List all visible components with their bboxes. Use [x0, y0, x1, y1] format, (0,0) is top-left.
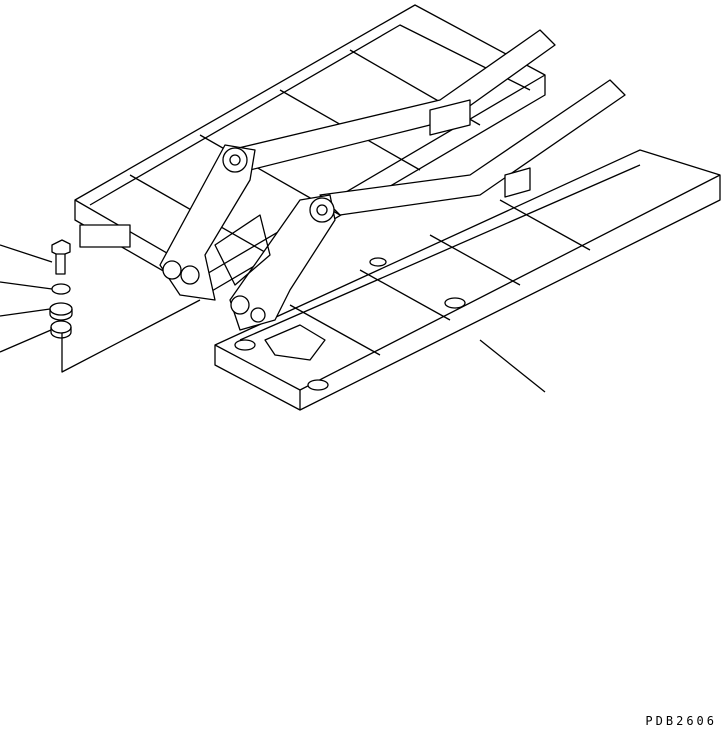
frame-beams [229, 29, 626, 216]
revolving-frame [74, 4, 721, 411]
washer-icon [51, 283, 71, 295]
leader-lines [0, 244, 546, 393]
boom-bracket [159, 144, 336, 331]
cap-icon [50, 320, 72, 339]
bolt-icon [51, 239, 71, 275]
plate-icon [49, 302, 73, 321]
drawing-code: PDB2606 [645, 714, 717, 728]
